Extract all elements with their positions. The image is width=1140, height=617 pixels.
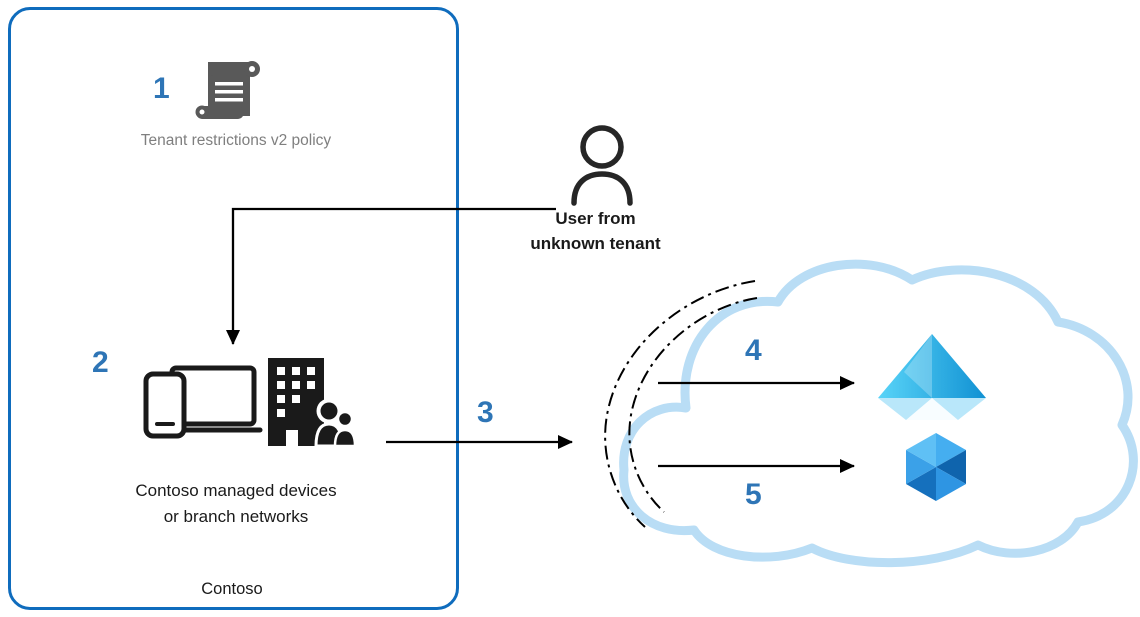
policy-caption: Tenant restrictions v2 policy <box>140 132 332 149</box>
step-4-number: 4 <box>745 334 762 367</box>
devices-caption: Contoso managed devices or branch networ… <box>66 478 406 530</box>
cloud-icon <box>619 259 1138 568</box>
devices-caption-line1: Contoso managed devices <box>135 481 337 500</box>
branch-office-icon <box>268 358 357 448</box>
contoso-box-label: Contoso <box>201 580 263 598</box>
policy-scroll-icon <box>195 61 260 119</box>
step-5-number: 5 <box>745 478 762 511</box>
user-caption: User from unknown tenant <box>503 206 688 256</box>
managed-devices-icon <box>143 365 263 439</box>
service-polyhedron-icon <box>906 433 966 501</box>
contoso-boundary-box <box>8 7 459 610</box>
arrow-user-to-devices <box>226 207 556 345</box>
step-2-number: 2 <box>92 346 109 379</box>
user-icon <box>571 125 633 206</box>
user-caption-line1: User from <box>555 209 636 228</box>
network-boundary-arcs <box>604 280 758 528</box>
devices-caption-line2: or branch networks <box>163 507 309 526</box>
step-3-number: 3 <box>477 396 494 429</box>
user-caption-line2: unknown tenant <box>530 234 661 253</box>
flow-arrows <box>226 207 855 473</box>
entra-id-icon <box>878 334 986 420</box>
step-1-number: 1 <box>153 72 170 105</box>
